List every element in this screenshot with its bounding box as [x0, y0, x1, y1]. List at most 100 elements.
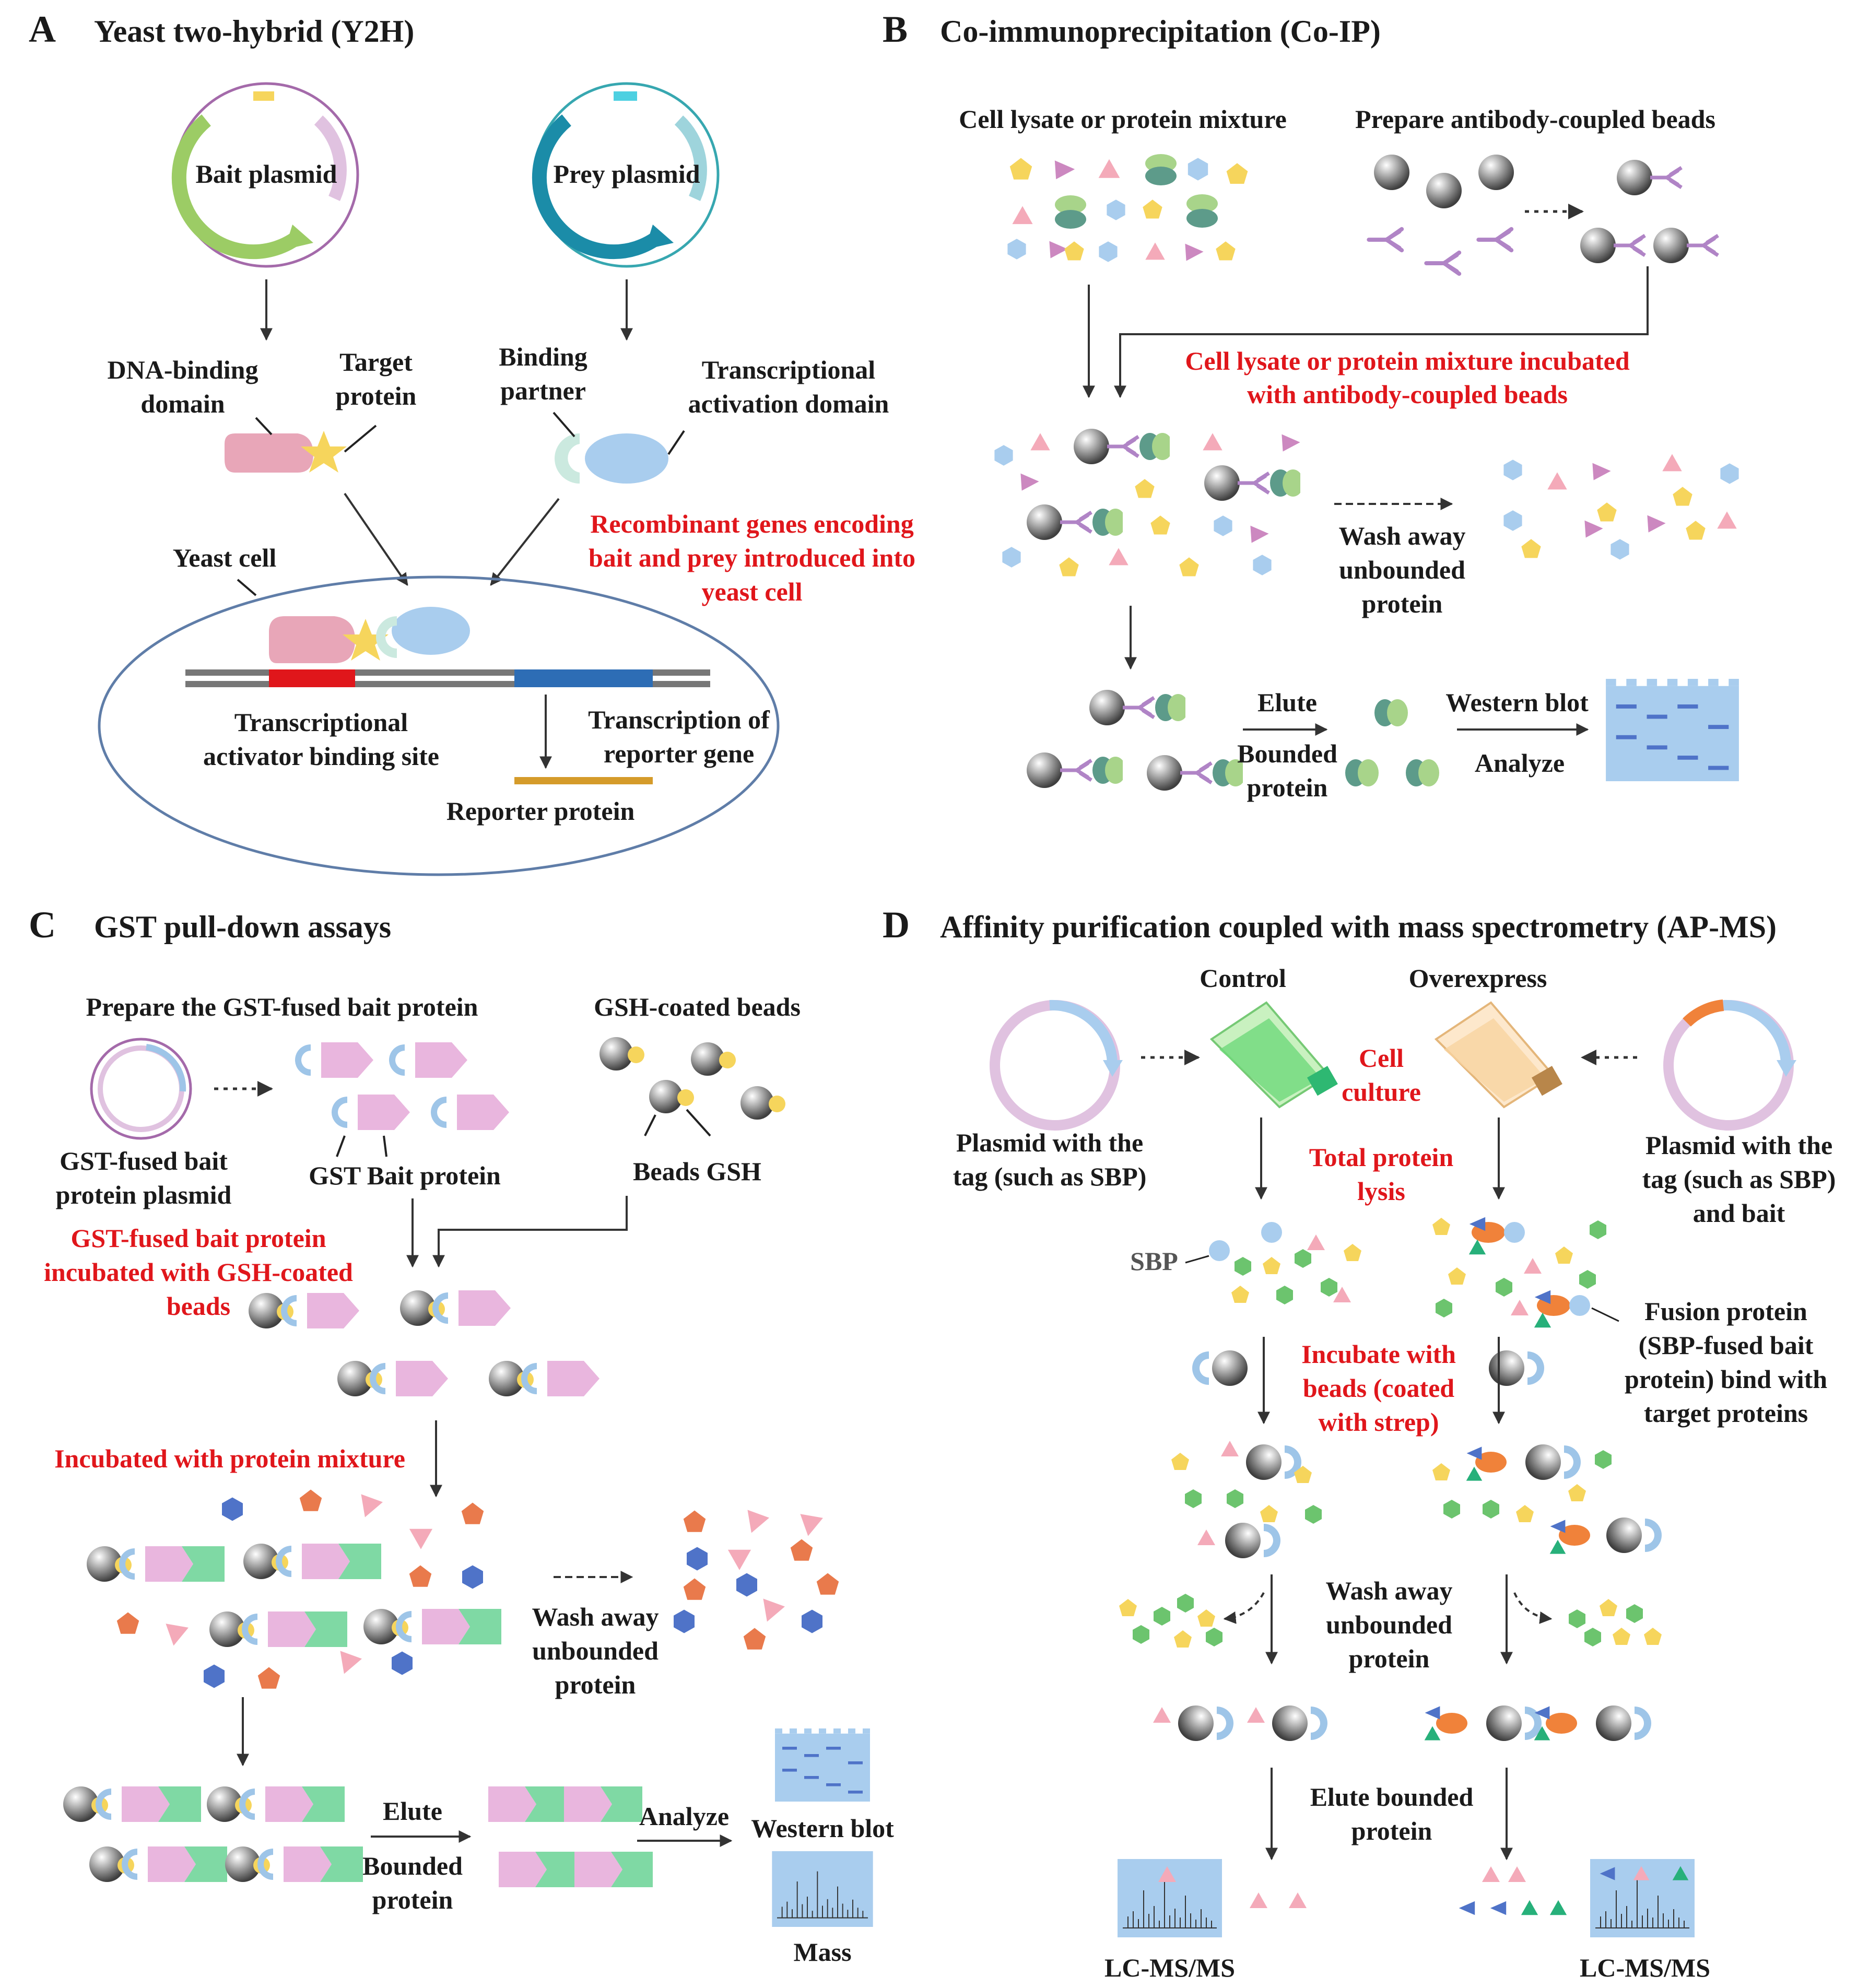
panel-b-analyze: Analyze	[1475, 748, 1565, 778]
prey-plasmid-label: Prey plasmid	[553, 159, 700, 189]
binding-site-label-1: Transcriptional	[234, 708, 408, 737]
lysis-label-2: lysis	[1357, 1177, 1405, 1206]
arrow-control-discard	[1223, 1592, 1265, 1624]
plasmid-right-label-2: tag (such as SBP)	[1642, 1164, 1836, 1194]
eluted-proteins	[1345, 699, 1439, 786]
panel-b-wash-3: protein	[1362, 589, 1443, 618]
panel-a: A Yeast two-hybrid (Y2H) Bait plasmid Pr…	[29, 8, 915, 876]
reporter-protein-label: Reporter protein	[446, 796, 635, 826]
gsh-beads-label: GSH-coated beads	[594, 992, 801, 1021]
panel-a-red-note-3: yeast cell	[702, 577, 803, 606]
lysate-label: Cell lysate or protein mixture	[959, 104, 1287, 134]
sbp-label: SBP	[1130, 1246, 1178, 1276]
antibody-bead-prep	[1369, 155, 1718, 274]
panel-c-wash-1: Wash away	[532, 1602, 659, 1631]
prey-protein	[553, 411, 685, 484]
eluted-targets-right	[1459, 1866, 1567, 1915]
dna-strand	[185, 607, 710, 687]
bait-protein	[225, 417, 377, 473]
panel-d-wash-2: unbounded	[1326, 1610, 1452, 1639]
gst-plasmid-label-2: protein plasmid	[56, 1180, 232, 1209]
gst-plasmid	[90, 1038, 192, 1140]
panel-b-title: Co-immunoprecipitation (Co-IP)	[940, 14, 1381, 49]
control-plasmid	[990, 999, 1123, 1131]
panel-a-title: Yeast two-hybrid (Y2H)	[94, 14, 414, 49]
prepare-bait-label: Prepare the GST-fused bait protein	[86, 992, 478, 1021]
target-protein-label-1: Target	[339, 347, 413, 377]
panel-d-elute-1: Elute bounded	[1310, 1782, 1474, 1811]
panel-c-wash-2: unbounded	[532, 1636, 659, 1665]
panel-c-mass: Mass	[793, 1937, 851, 1967]
cell-culture-label-2: culture	[1342, 1077, 1421, 1107]
dna-binding-label-1: DNA-binding	[108, 355, 258, 384]
arrow-overexpress-discard	[1513, 1592, 1553, 1624]
lcms-right-label: LC-MS/MS	[1580, 1953, 1710, 1982]
incubate-label-1: Incubate with	[1301, 1339, 1456, 1369]
prey-plasmid: Prey plasmid	[532, 82, 720, 268]
panel-a-letter: A	[29, 8, 56, 50]
lcms-left-label: LC-MS/MS	[1104, 1953, 1235, 1982]
mass-spectrum-left	[1118, 1859, 1222, 1937]
binding-partner-label-1: Binding	[499, 342, 587, 371]
transcription-label-2: reporter gene	[604, 739, 754, 768]
control-incubation	[1171, 1441, 1322, 1558]
panel-c-title: GST pull-down assays	[94, 910, 391, 944]
protein-mixture-c	[87, 1489, 501, 1689]
panel-a-red-note-1: Recombinant genes encoding	[590, 509, 913, 538]
yeast-cell	[98, 575, 780, 876]
panel-b-letter: B	[883, 8, 908, 50]
arrow-beads-combine	[1114, 266, 1649, 398]
lysis-label-1: Total protein	[1309, 1143, 1454, 1172]
incubate-label-3: with strep)	[1318, 1407, 1439, 1437]
overexpress-washed-away	[1569, 1599, 1662, 1646]
antibody-beads-label: Prepare antibody-coupled beads	[1355, 104, 1715, 134]
western-blot-icon-c	[775, 1728, 870, 1802]
incubation-mixture	[994, 429, 1303, 577]
control-washed-away	[1119, 1594, 1223, 1648]
panel-d-wash-1: Wash away	[1325, 1576, 1452, 1605]
overexpress-flask	[1434, 1001, 1562, 1109]
arrow-c-beads-combine	[432, 1196, 628, 1268]
panel-c-red-note-1: GST-fused bait protein	[70, 1224, 326, 1253]
panel-b-red-note-2: with antibody-coupled beads	[1247, 380, 1568, 409]
panel-d-letter: D	[883, 904, 910, 946]
plasmid-right-label-3: and bait	[1693, 1198, 1785, 1228]
control-bound	[1153, 1705, 1327, 1741]
panel-d-wash-3: protein	[1349, 1644, 1430, 1673]
plasmid-right-label-1: Plasmid with the	[1645, 1131, 1832, 1160]
overexpress-label: Overexpress	[1409, 963, 1547, 993]
plasmid-left-label-1: Plasmid with the	[956, 1128, 1143, 1157]
panel-b-bounded-1: Bounded	[1237, 739, 1337, 768]
overexpress-bound	[1424, 1705, 1651, 1741]
panel-c-letter: C	[29, 904, 56, 946]
transcription-label-1: Transcription of	[588, 705, 770, 734]
mass-spectrum-icon-c	[771, 1851, 874, 1927]
panel-b-wash-2: unbounded	[1339, 555, 1465, 584]
control-label: Control	[1200, 963, 1286, 993]
panel-c-red-note-2: incubated with GSH-coated	[44, 1257, 353, 1287]
panel-d: D Affinity purification coupled with mas…	[883, 904, 1836, 1982]
fusion-label-1: Fusion protein	[1644, 1297, 1807, 1326]
panel-d-elute-2: protein	[1351, 1816, 1432, 1845]
panel-b-bounded-2: protein	[1247, 773, 1328, 802]
bait-plasmid: Bait plasmid	[171, 82, 359, 268]
fusion-label-2: (SBP-fused bait	[1639, 1331, 1814, 1360]
gst-plasmid-label-1: GST-fused bait	[60, 1146, 228, 1175]
overexpress-incubation	[1432, 1444, 1662, 1554]
unbound-proteins	[1503, 454, 1739, 560]
target-protein-label-2: protein	[336, 381, 417, 410]
panel-b-western-blot: Western blot	[1445, 688, 1589, 717]
fusion-label-3: protein) bind with	[1625, 1364, 1827, 1394]
panel-c-analyze: Analyze	[639, 1802, 729, 1831]
activation-domain-label-2: activation domain	[688, 389, 889, 418]
panel-c-western-blot: Western blot	[751, 1814, 894, 1843]
arrow-prey-into-cell	[490, 498, 560, 586]
binding-site-label-2: activator binding site	[203, 742, 439, 771]
panel-c-wash-3: protein	[555, 1670, 636, 1699]
bait-plasmid-label: Bait plasmid	[196, 159, 337, 189]
panel-b: B Co-immunoprecipitation (Co-IP) Cell ly…	[883, 8, 1739, 802]
dna-binding-label-2: domain	[140, 389, 225, 418]
panel-c-bounded-2: protein	[372, 1885, 453, 1914]
panel-b-red-note-1: Cell lysate or protein mixture incubated	[1185, 346, 1630, 375]
